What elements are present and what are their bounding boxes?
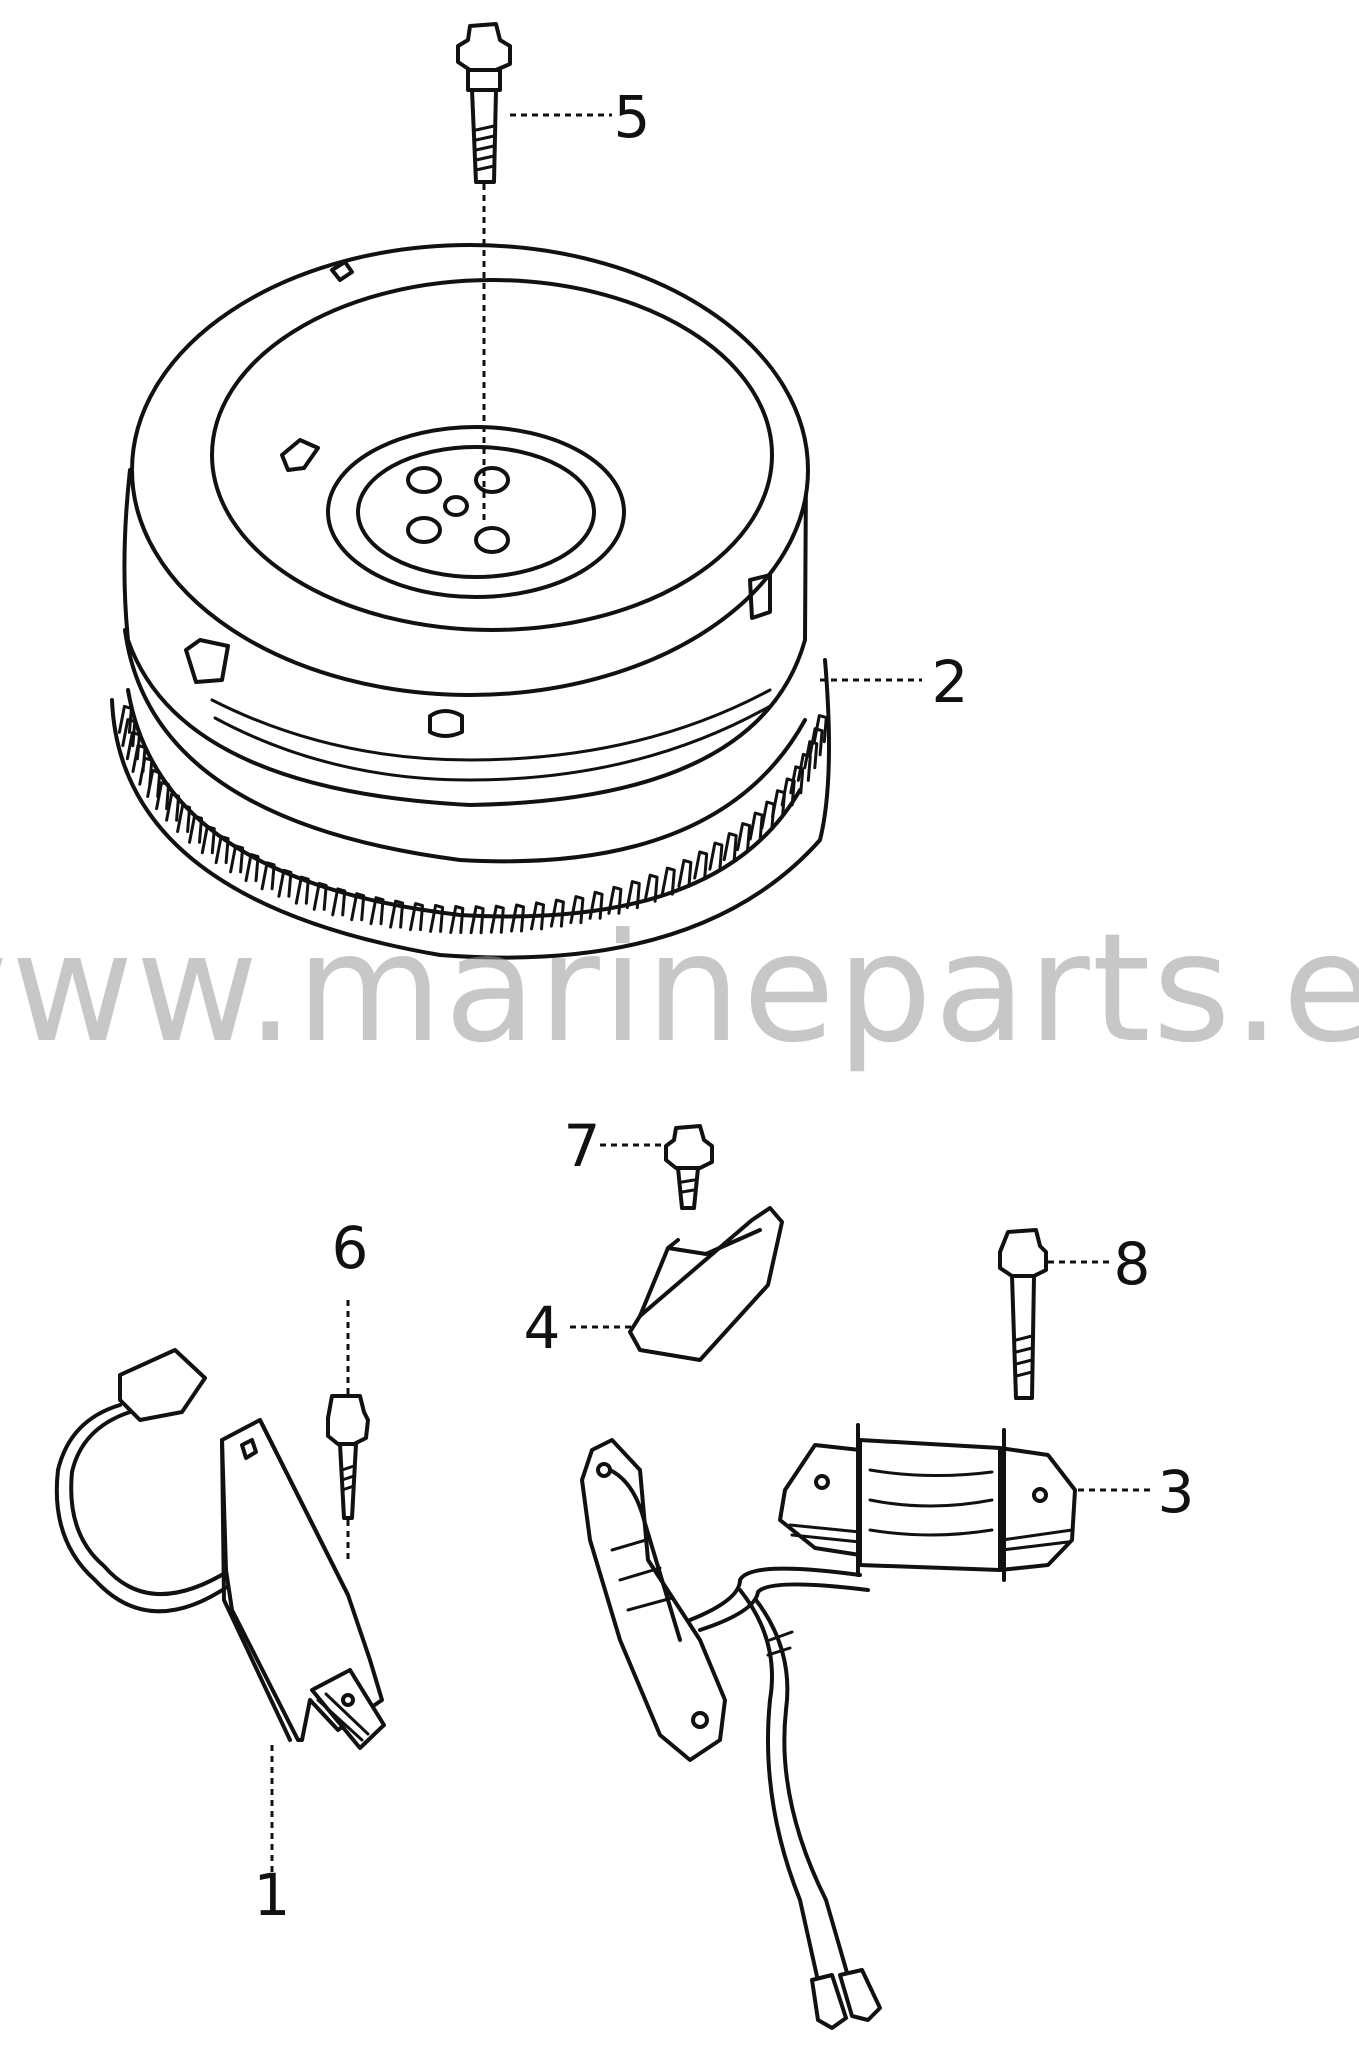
callout-1[interactable]: 1 (254, 1861, 291, 1929)
gear-tooth (449, 905, 465, 934)
gear-tooth (693, 850, 709, 880)
gear-tooth (708, 841, 724, 871)
gear-tooth (350, 892, 366, 922)
callout-7[interactable]: 7 (564, 1112, 601, 1180)
gear-tooth (489, 904, 505, 934)
gear-tooth (660, 866, 676, 896)
flywheel-part[interactable] (110, 243, 831, 960)
callout-6[interactable]: 6 (332, 1214, 369, 1282)
gear-tooth (588, 890, 604, 920)
pulser-coil-part[interactable] (580, 1438, 882, 2030)
gear-tooth (138, 756, 154, 786)
gear-tooth (643, 873, 659, 903)
gear-tooth (812, 714, 828, 744)
gear-tooth (722, 832, 738, 862)
callout-4[interactable]: 4 (524, 1294, 561, 1362)
coil-bolt-part[interactable] (998, 1228, 1048, 1400)
gear-tooth (677, 858, 693, 888)
gear-tooth (808, 727, 824, 757)
gear-tooth (409, 902, 424, 932)
gear-tooth (369, 896, 385, 926)
bracket-part[interactable] (628, 1206, 784, 1362)
callout-2[interactable]: 2 (932, 648, 969, 716)
gear-tooth (331, 887, 347, 917)
gear-tooth (312, 881, 328, 911)
gear-tooth (736, 822, 752, 852)
gear-tooth (625, 880, 641, 910)
module-bolt-part[interactable] (326, 1394, 370, 1520)
watermark: www.marineparts.eu (0, 902, 1359, 1076)
gear-tooth (469, 905, 485, 935)
flywheel-bolt-part[interactable] (456, 22, 512, 184)
gear-tooth (429, 903, 445, 933)
ignition-module-part[interactable] (54, 1348, 386, 1750)
gear-tooth (389, 899, 405, 929)
gear-tooth (607, 885, 623, 915)
charge-coil-part[interactable] (778, 1423, 1077, 1582)
callout-3[interactable]: 3 (1158, 1458, 1195, 1526)
gear-tooth (780, 777, 796, 807)
callout-5[interactable]: 5 (614, 83, 651, 151)
bracket-bolt-part[interactable] (664, 1124, 714, 1210)
callout-8[interactable]: 8 (1114, 1230, 1151, 1298)
